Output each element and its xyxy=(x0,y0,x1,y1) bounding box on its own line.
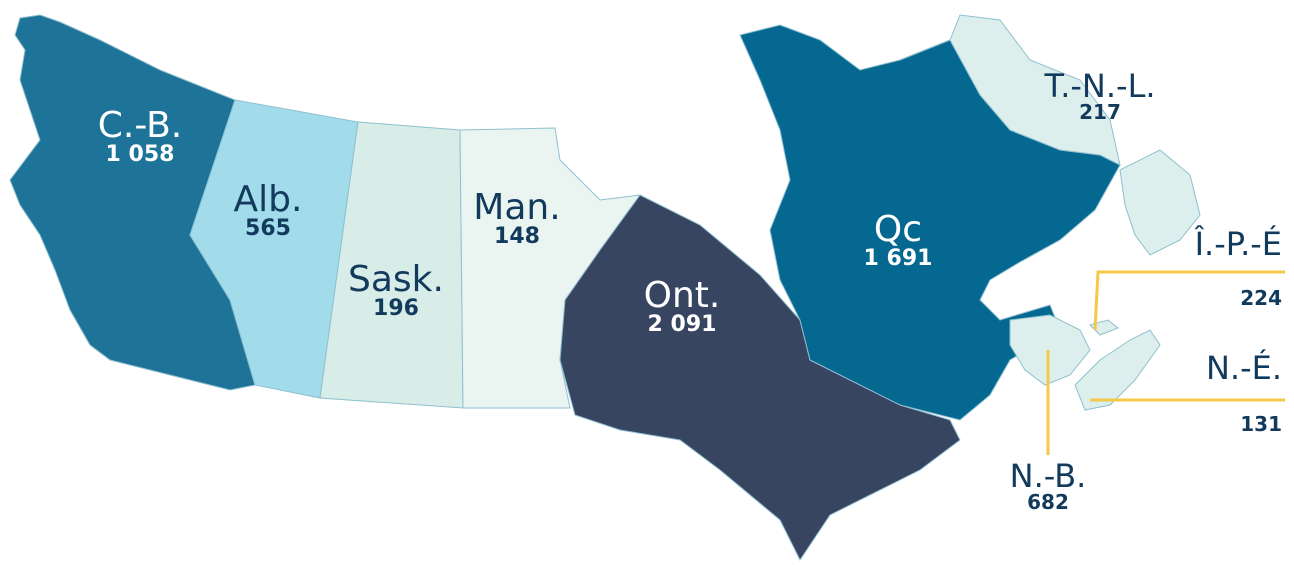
label-ab-value: 565 xyxy=(245,216,291,241)
province-nb[interactable] xyxy=(1009,314,1091,386)
label-on-abbr: Ont. xyxy=(643,275,721,316)
label-bc-abbr: C.-B. xyxy=(97,105,183,146)
province-pe[interactable] xyxy=(1089,319,1119,336)
label-nb-abbr: N.-B. xyxy=(1009,457,1087,495)
label-ab: Alb. 565 xyxy=(234,182,303,240)
label-mb: Man. 148 xyxy=(473,190,560,248)
label-qc: Qc 1 691 xyxy=(864,212,933,270)
label-pe-value-wrap: 224 xyxy=(1240,288,1282,308)
province-ns[interactable] xyxy=(1074,329,1161,411)
label-nl: T.-N.-L. 217 xyxy=(1044,70,1155,122)
label-ns-value: 131 xyxy=(1240,412,1282,436)
label-sk-value: 196 xyxy=(373,296,419,321)
label-bc-value: 1 058 xyxy=(105,142,175,167)
label-pe: Î.-P.-É xyxy=(1195,228,1282,260)
label-sk: Sask. 196 xyxy=(348,262,444,320)
label-ns-abbr: N.-É. xyxy=(1205,349,1282,387)
label-nl-abbr: T.-N.-L. xyxy=(1044,67,1156,105)
label-pe-value: 224 xyxy=(1240,286,1282,310)
province-bc[interactable] xyxy=(9,14,256,391)
label-sk-abbr: Sask. xyxy=(348,259,444,300)
label-bc: C.-B. 1 058 xyxy=(98,108,182,166)
province-nl[interactable] xyxy=(899,14,1201,256)
label-qc-abbr: Qc xyxy=(873,209,923,250)
label-ns-value-wrap: 131 xyxy=(1240,414,1282,434)
label-qc-value: 1 691 xyxy=(863,246,933,271)
label-nl-value: 217 xyxy=(1079,100,1121,124)
label-ab-abbr: Alb. xyxy=(233,179,303,220)
leader-pe xyxy=(1093,270,1285,331)
label-mb-abbr: Man. xyxy=(473,187,561,228)
label-nb-value: 682 xyxy=(1027,490,1069,514)
label-ns: N.-É. xyxy=(1206,352,1282,384)
label-pe-abbr: Î.-P.-É xyxy=(1194,225,1282,263)
label-on-value: 2 091 xyxy=(647,312,717,337)
label-on: Ont. 2 091 xyxy=(644,278,721,336)
label-nb: N.-B. 682 xyxy=(1010,460,1087,512)
label-mb-value: 148 xyxy=(494,224,540,249)
